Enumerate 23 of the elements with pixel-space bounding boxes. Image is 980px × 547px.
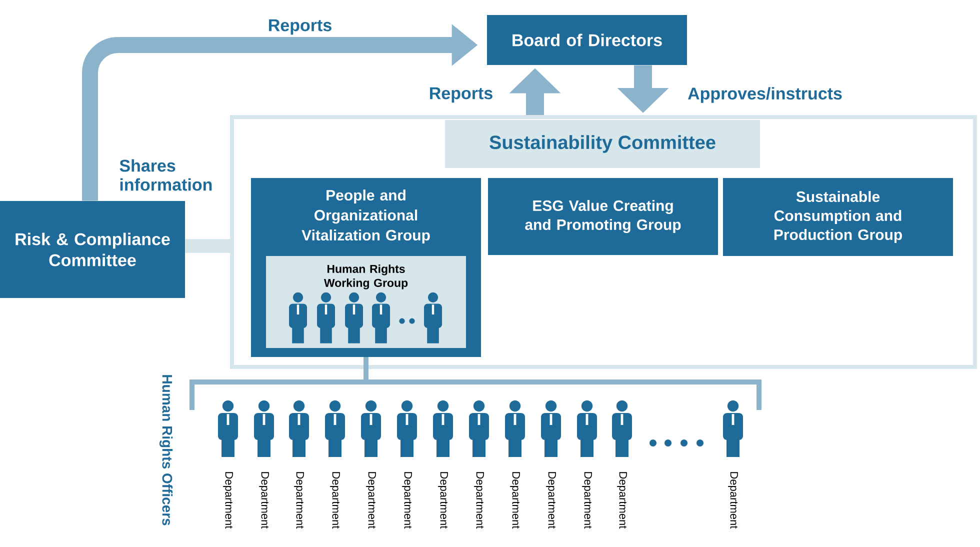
department-label: Department [366, 472, 376, 529]
vertical-heading: Human Rights Officers [159, 375, 173, 526]
edge-label: Shares information [120, 159, 212, 191]
department-label: Department [474, 472, 484, 529]
department-label: Department [510, 472, 520, 529]
department-label: Department [438, 472, 448, 529]
department-label: Department [402, 472, 412, 529]
department-label: Department [259, 472, 269, 529]
committee-heading: Sustainability Committee [445, 120, 760, 168]
department-label: Department [294, 472, 304, 529]
committee-box: Risk & Compliance Committee [0, 201, 185, 298]
department-label: Department [330, 472, 340, 529]
group-box: Sustainable Consumption and Production Group [723, 178, 953, 256]
department-label: Department [728, 472, 738, 529]
department-label: Department [546, 472, 556, 529]
department-label: Department [582, 472, 592, 529]
group-box: ESG Value Creating and Promoting Group [488, 178, 718, 255]
department-label: Department [223, 472, 233, 529]
edge-label: Reports [430, 87, 492, 103]
edge-label: Reports [269, 19, 332, 35]
board-box: Board of Directors [487, 15, 687, 65]
edge-label: Approves/instructs [688, 87, 842, 103]
department-label: Department [617, 472, 627, 529]
